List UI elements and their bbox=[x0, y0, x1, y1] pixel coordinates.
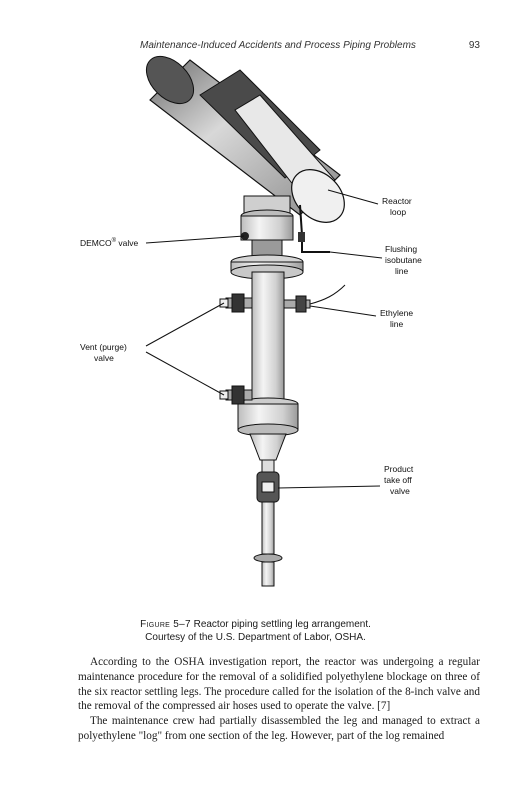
label-product-2: take off bbox=[384, 475, 412, 485]
demco-valve-assembly bbox=[230, 195, 330, 280]
label-vent-2: valve bbox=[94, 353, 114, 363]
label-flushing-1: Flushing bbox=[385, 244, 417, 254]
running-title: Maintenance-Induced Accidents and Proces… bbox=[140, 40, 416, 51]
label-product-1: Product bbox=[384, 464, 414, 474]
label-vent-1: Vent (purge) bbox=[80, 342, 127, 352]
vent-valve-upper bbox=[219, 293, 253, 313]
label-ethylene-1: Ethylene bbox=[380, 308, 413, 318]
caption-credit: Courtesy of the U.S. Department of Labor… bbox=[145, 632, 366, 643]
caption-label: Figure 5–7 bbox=[140, 619, 191, 630]
running-header: Maintenance-Induced Accidents and Proces… bbox=[140, 40, 480, 51]
leader-lines bbox=[145, 189, 383, 489]
page-number: 93 bbox=[468, 40, 480, 51]
label-reactor-loop-2: loop bbox=[390, 207, 406, 217]
settling-leg-figure: Reactor loop DEMCO® valve Flushing isobu… bbox=[80, 55, 422, 587]
label-flushing-2: isobutane bbox=[385, 255, 422, 265]
reactor-loop-pipe bbox=[145, 55, 345, 223]
body-text: According to the OSHA investigation repo… bbox=[78, 655, 480, 744]
settling-leg bbox=[237, 271, 299, 587]
paragraph-2: The maintenance crew had partially disas… bbox=[78, 715, 480, 742]
figure-caption: Figure 5–7 Reactor piping settling leg a… bbox=[0, 618, 511, 644]
paragraph-1: According to the OSHA investigation repo… bbox=[78, 656, 480, 713]
caption-title: Reactor piping settling leg arrangement. bbox=[190, 619, 371, 630]
label-product-3: valve bbox=[390, 486, 410, 496]
label-ethylene-2: line bbox=[390, 319, 404, 329]
label-reactor-loop-1: Reactor bbox=[382, 196, 412, 206]
label-demco-valve: DEMCO® valve bbox=[80, 237, 139, 248]
label-flushing-3: line bbox=[395, 266, 409, 276]
ethylene-fitting bbox=[283, 284, 346, 313]
